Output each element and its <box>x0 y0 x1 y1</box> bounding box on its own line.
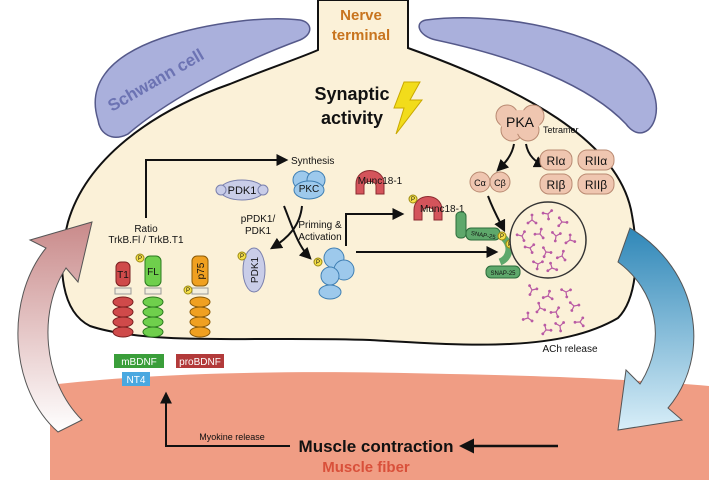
svg-text:T1: T1 <box>117 270 129 281</box>
svg-text:P: P <box>500 234 504 240</box>
ppdk1-label-line2: PDK1 <box>245 226 272 237</box>
phospho-p75: P <box>184 286 192 294</box>
svg-text:RIα: RIα <box>547 154 566 168</box>
svg-text:P: P <box>411 197 415 203</box>
synaptic-activity-line1: Synaptic <box>314 84 389 104</box>
svg-text:SNAP-25: SNAP-25 <box>490 271 516 277</box>
ppdk1-label-line1: pPDK1/ <box>241 214 276 225</box>
ach-release-label: ACh release <box>542 344 597 355</box>
pka-rii-beta: RIIβ <box>578 174 614 194</box>
pkc-cytosolic: PKC <box>293 171 325 199</box>
probdnf-label: proBDNF <box>179 357 221 368</box>
ratio-label-line1: Ratio <box>134 224 158 235</box>
muscle-contraction-label: Muscle contraction <box>299 437 454 456</box>
priming-label-line1: Priming & <box>298 220 342 231</box>
svg-text:P: P <box>316 260 320 266</box>
pka-c-alpha: Cα <box>470 172 490 192</box>
ratio-label-line2: TrkB.Fl / TrkB.T1 <box>108 235 184 246</box>
svg-text:RIIα: RIIα <box>585 154 607 168</box>
phospho-trkb-fl: P <box>136 254 144 262</box>
pka-c-beta: Cβ <box>490 172 510 192</box>
svg-text:RIβ: RIβ <box>547 178 566 192</box>
svg-text:P: P <box>138 256 142 262</box>
svg-text:P: P <box>240 254 244 260</box>
svg-text:P: P <box>186 288 190 294</box>
pka-ri-alpha: RIα <box>540 150 572 170</box>
svg-text:RIIβ: RIIβ <box>585 178 607 192</box>
myokine-release-label: Myokine release <box>199 432 265 442</box>
phospho-pdk1: P <box>238 252 246 260</box>
nerve-terminal-label-line1: Nerve <box>340 7 382 24</box>
nerve-terminal-label-line2: terminal <box>332 27 390 44</box>
nt4-label: NT4 <box>127 375 146 386</box>
pdk1-membrane: PDK1 <box>243 248 265 292</box>
svg-text:PDK1: PDK1 <box>250 257 261 284</box>
pka-ri-beta: RIβ <box>540 174 572 194</box>
munc18-1-top-label: Munc18-1 <box>358 176 403 187</box>
trkb-t1-receptor: T1 <box>113 262 133 337</box>
mbdnf-label: mBDNF <box>121 357 157 368</box>
phospho-pkc: P <box>314 258 322 266</box>
pka-rii-alpha: RIIα <box>578 150 614 170</box>
synaptic-activity-line2: activity <box>321 108 383 128</box>
muscle-fiber-label: Muscle fiber <box>322 459 410 476</box>
svg-text:FL: FL <box>147 267 159 278</box>
synthesis-label: Synthesis <box>291 156 334 167</box>
svg-text:PKC: PKC <box>299 184 320 195</box>
phospho-snap25-a: P <box>498 232 506 240</box>
phospho-munc: P <box>409 195 417 203</box>
svg-text:p75: p75 <box>196 262 207 279</box>
svg-text:Cβ: Cβ <box>494 178 506 188</box>
priming-label-line2: Activation <box>298 232 341 243</box>
svg-text:PDK1: PDK1 <box>228 185 257 197</box>
tetramer-label: Tetramer <box>543 125 579 135</box>
snap25-bottom: SNAP-25 <box>486 266 520 278</box>
pka-label: PKA <box>506 114 535 130</box>
svg-text:Cα: Cα <box>474 178 486 188</box>
